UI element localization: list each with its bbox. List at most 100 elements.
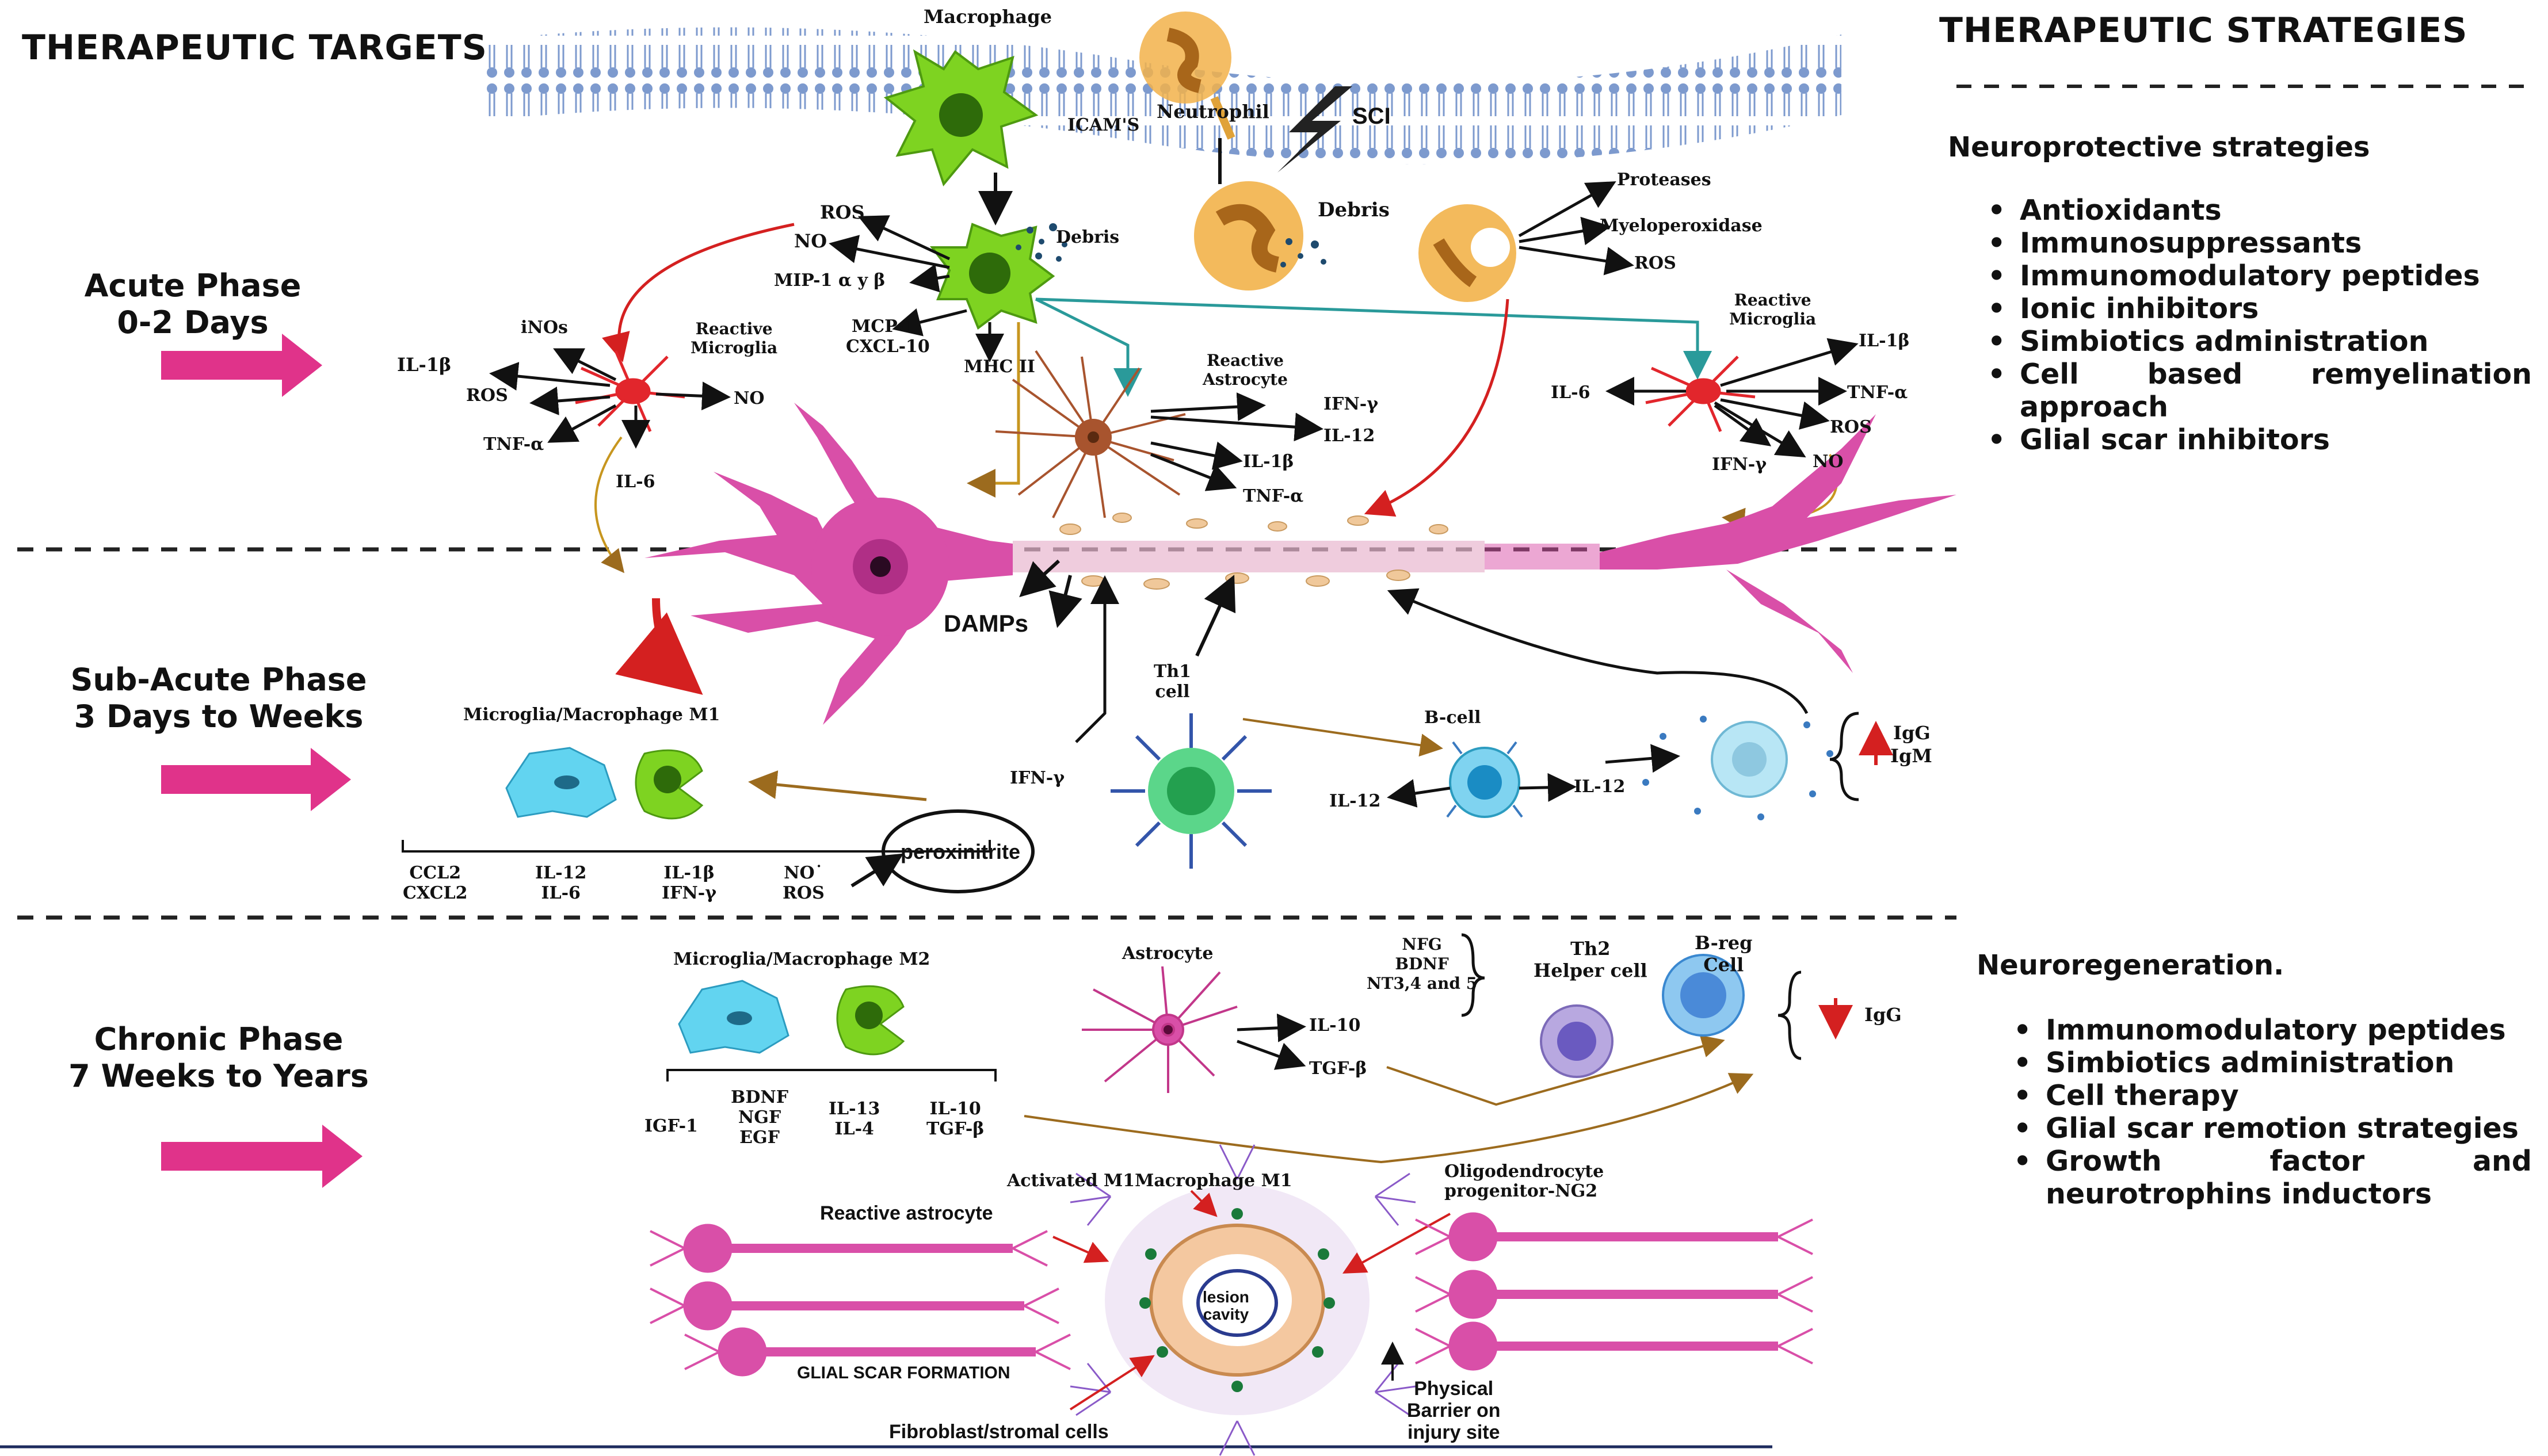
b-reg-cell-icon [1662,954,1745,1037]
label-debris-1: Debris [1056,227,1120,247]
list-item: Ionic inhibitors [1979,292,2532,325]
label-th2-line1: Th2 [1570,938,1611,960]
phase-arrow-subacute-icon [161,748,351,811]
label-icams: ICAM'S [1067,115,1140,135]
label-th1-line2: cell [1155,682,1190,702]
macrophage-icon [883,49,1039,187]
b-cell-icon [1446,741,1523,818]
phase-arrow-acute-icon [161,334,322,397]
label-lesion-line1: lesion [1203,1288,1249,1306]
list-item: Immunomodulatory peptides [2005,1014,2532,1046]
label-neutrophil: Neutrophil [1157,101,1269,123]
label-reactive-astrocyte-line1: Reactive [1206,351,1284,370]
label-il6-left: IL-6 [616,472,655,492]
label-egf-m2: EGF [739,1128,780,1148]
label-il1b-m1: IL-1β [663,863,715,883]
label-ros-left: ROS [466,385,508,406]
label-nt: NT3,4 and 5 [1367,974,1478,993]
microglia-m2-icon [678,980,905,1056]
label-no-macro: NO [794,230,827,252]
list-item: Glial scar remotion strategies [2005,1112,2532,1145]
label-il12-m1: IL-12 [535,863,587,883]
glial-scar-icon [1070,1144,1416,1456]
list-item: Cell based remyelination approach [1979,358,2532,423]
label-physical-line3: injury site [1407,1421,1500,1443]
label-ifng-th1: IFN-γ [1010,768,1065,788]
label-oligo: Oligodendrocyte progenitor-NG2 [1444,1162,1604,1201]
label-cxcl10: CXCL-10 [846,337,930,357]
label-il10-astro: IL-10 [1309,1015,1361,1035]
label-th2-line2: Helper cell [1534,960,1647,981]
reactive-astrocyte-icon [995,350,1186,518]
neuroprotective-title: Neuroprotective strategies [1948,131,2370,163]
label-oligo-line2: progenitor-NG2 [1444,1181,1598,1201]
label-reactive-astrocyte: Reactive Astrocyte [1203,351,1288,389]
neuroregeneration-list: Immunomodulatory peptides Simbiotics adm… [2005,1014,2532,1210]
label-il1b-astro: IL-1β [1243,452,1294,472]
label-debris-2: Debris [1318,198,1390,221]
label-il6-right: IL-6 [1551,383,1590,403]
label-bcell: B-cell [1424,708,1481,728]
label-il1b-group: IL-1β IFN-γ [662,863,716,903]
label-reactive-astrocyte-line2: Astrocyte [1203,370,1288,389]
list-item: Growth factor and neurotrophins inductor… [2005,1145,2532,1210]
label-physical-line2: Barrier on [1407,1400,1501,1421]
label-ros-neutrophil: ROS [1634,253,1676,273]
label-astrocyte: Astrocyte [1122,943,1214,964]
label-igg-breg: IgG [1864,1004,1902,1026]
label-igg: IgG [1893,722,1931,744]
label-reactive-microglia-left-line2: Microglia [691,338,778,357]
label-physical-line1: Physical [1414,1378,1494,1400]
label-ccl2-group: CCL2 CXCL2 [403,863,467,903]
label-ifng-m1: IFN-γ [662,883,717,903]
phase-subacute: Sub-Acute Phase 3 Days to Weeks [46,662,391,735]
neutrophil-icon [1139,12,1516,302]
label-tnfa-right: TNF-α [1847,383,1908,403]
label-il10-m2: IL-10 [929,1099,981,1119]
label-ros-m1: ROS [783,883,825,903]
chronic-neurons-left-icon [650,1224,1071,1377]
label-breg-line1: B-reg [1695,932,1753,954]
label-activated-m1: Activated M1Macrophage M1 [1007,1171,1292,1191]
label-mhc: MHC II [964,357,1035,377]
label-ifng-right: IFN-γ [1712,454,1767,475]
label-m2: Microglia/Macrophage M2 [673,949,930,969]
label-oligo-line1: Oligodendrocyte [1444,1161,1604,1182]
label-tgfb-m2: TGF-β [926,1119,985,1139]
reactive-microglia-right-icon [1645,356,1756,432]
label-bdnf-group: BDNF NGF EGF [731,1087,788,1148]
therapeutic-targets-heading: THERAPEUTIC TARGETS [22,28,487,68]
phase-chronic-name: Chronic Phase [94,1021,344,1057]
label-ros-macro: ROS [820,201,865,223]
label-reactive-astrocyte-scar: Reactive astrocyte [820,1202,993,1224]
label-reactive-microglia-left-line1: Reactive [695,319,773,338]
label-th1-line1: Th1 [1154,662,1192,682]
label-ngf-m2: NGF [738,1107,781,1128]
phase-subacute-range: 3 Days to Weeks [74,698,364,735]
label-glial-scar: GLIAL SCAR FORMATION [797,1363,1010,1382]
label-nfg: NFG [1402,935,1442,954]
label-damps: DAMPs [944,610,1029,637]
list-item: Immunosuppressants [1979,227,2532,259]
list-item: Simbiotics administration [2005,1046,2532,1079]
label-bdnf-th2: BDNF [1395,954,1449,973]
phase-acute-name: Acute Phase [84,267,302,304]
label-ros-right: ROS [1830,417,1872,437]
label-mcp: MCP-1 [852,316,916,337]
label-il12-astro: IL-12 [1323,426,1375,446]
label-inos: iNOs [521,318,568,338]
astrocyte-icon [1082,966,1238,1093]
phase-acute-range: 0-2 Days [117,304,269,341]
label-breg-line2: Cell [1703,954,1744,976]
label-tgfb-astro: TGF-β [1309,1058,1367,1079]
label-bdnf-m2: BDNF [731,1087,789,1107]
neuroprotective-list: Antioxidants Immunosuppressants Immunomo… [1979,194,2532,456]
label-tnfa-astro: TNF-α [1243,486,1304,506]
label-th1: Th1 cell [1154,662,1191,702]
neuron-icon [644,403,1956,725]
label-reactive-microglia-left: Reactive Microglia [691,319,777,357]
chronic-neurons-right-icon [1415,1212,1813,1371]
label-tnfa-left: TNF-α [483,434,544,454]
label-no-left: NO [734,388,765,408]
